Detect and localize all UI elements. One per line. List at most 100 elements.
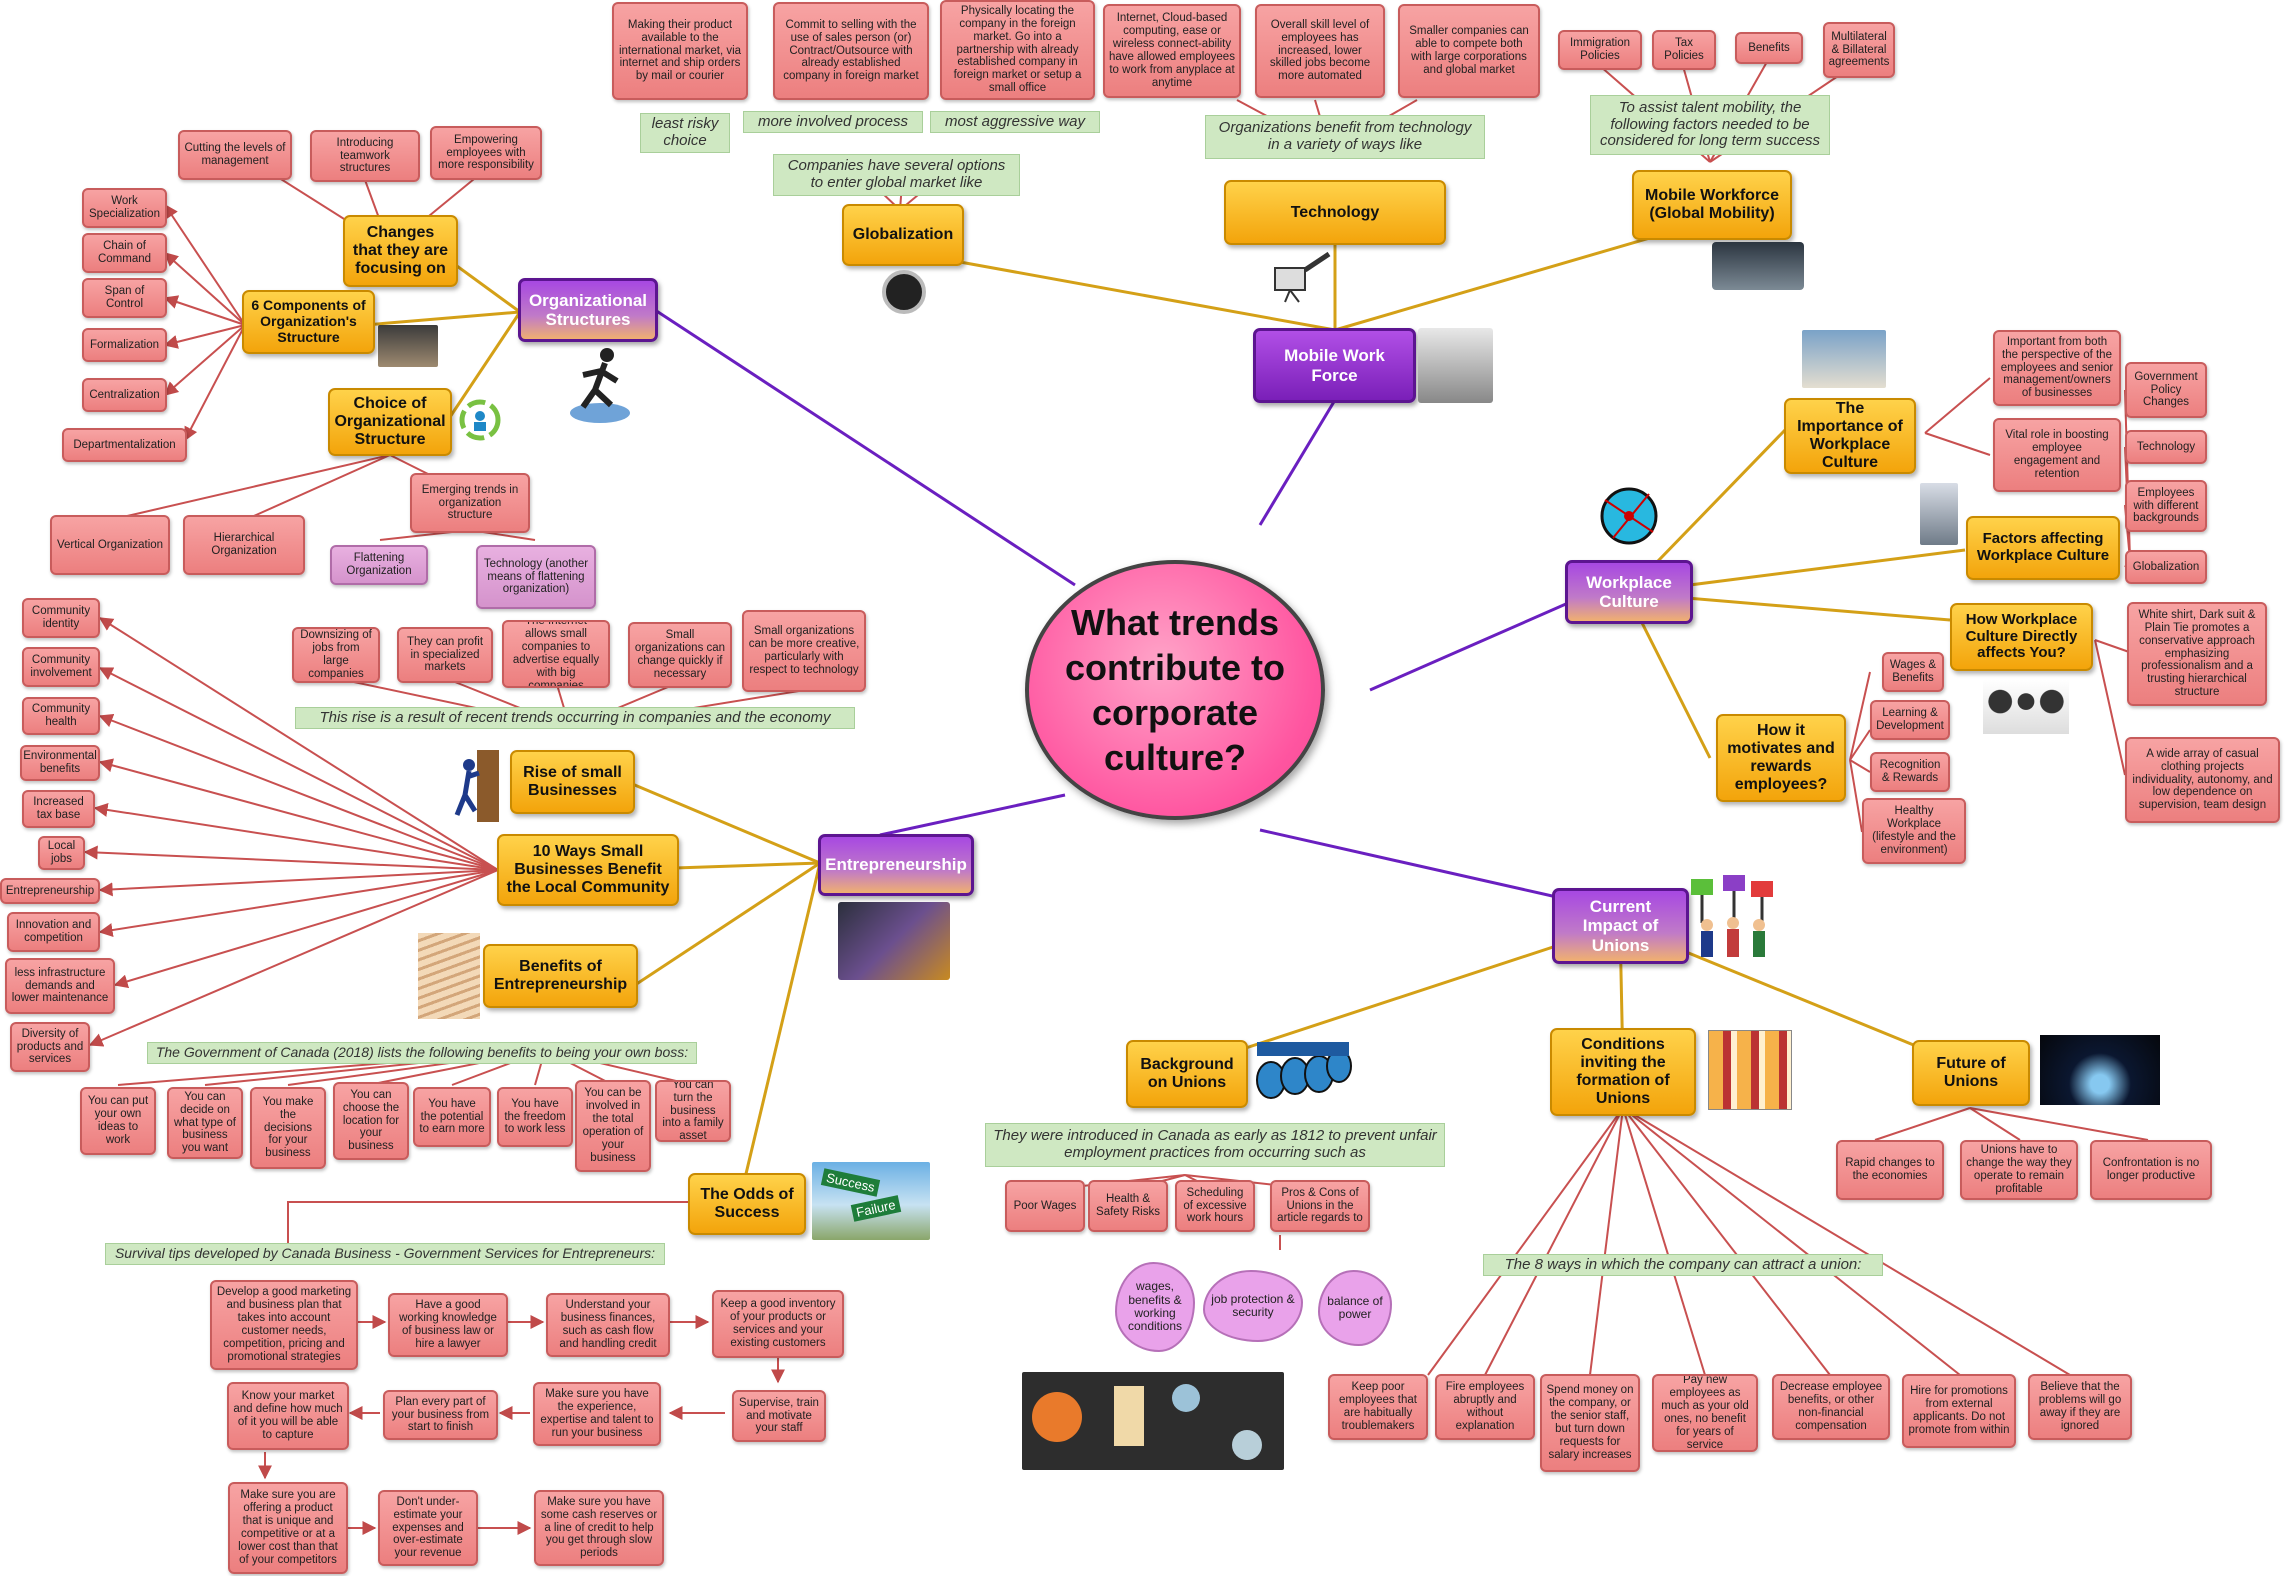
- mobile-workforce-leaf[interactable]: Tax Policies: [1652, 30, 1716, 70]
- org-component-leaf[interactable]: Formalization: [82, 328, 167, 362]
- motivate-leaf[interactable]: Recognition & Rewards: [1870, 752, 1950, 792]
- community-benefit-leaf[interactable]: Increased tax base: [22, 790, 95, 828]
- globalization-leaf[interactable]: Physically locating the company in the f…: [940, 0, 1095, 100]
- org-change-leaf[interactable]: Introducing teamwork structures: [310, 130, 420, 182]
- survival-tip-leaf[interactable]: Make sure you are offering a product tha…: [228, 1482, 348, 1574]
- topic-importance-of-workplace-culture[interactable]: The Importance of Workplace Culture: [1784, 398, 1916, 474]
- topic-background-on-unions[interactable]: Background on Unions: [1126, 1040, 1248, 1108]
- org-emerging-leaf[interactable]: Flattening Organization: [330, 545, 428, 585]
- org-choice-leaf[interactable]: Hierarchical Organization: [183, 515, 305, 575]
- topic-odds-of-success[interactable]: The Odds of Success: [688, 1173, 806, 1235]
- community-benefit-leaf[interactable]: Entrepreneurship: [0, 878, 100, 904]
- union-condition-leaf[interactable]: Keep poor employees that are habitually …: [1328, 1374, 1428, 1440]
- union-condition-leaf[interactable]: Fire employees abruptly and without expl…: [1435, 1374, 1535, 1440]
- community-benefit-leaf[interactable]: Community health: [22, 697, 100, 735]
- main-topic-workplace-culture[interactable]: Workplace Culture: [1565, 560, 1693, 624]
- small-business-leaf[interactable]: Downsizing of jobs from large companies: [292, 627, 380, 683]
- topic-technology[interactable]: Technology: [1224, 180, 1446, 245]
- topic-globalization[interactable]: Globalization: [842, 204, 964, 266]
- community-benefit-leaf[interactable]: Local jobs: [38, 836, 85, 870]
- technology-leaf[interactable]: Overall skill level of employees has inc…: [1255, 4, 1385, 98]
- technology-leaf[interactable]: Smaller companies can able to compete bo…: [1398, 4, 1540, 98]
- topic-future-of-unions[interactable]: Future of Unions: [1912, 1040, 2030, 1106]
- topic-ten-ways[interactable]: 10 Ways Small Businesses Benefit the Loc…: [497, 834, 679, 906]
- motivate-leaf[interactable]: Learning & Development: [1870, 700, 1950, 740]
- union-background-leaf[interactable]: Poor Wages: [1005, 1180, 1085, 1232]
- main-topic-mobile-work-force[interactable]: Mobile Work Force: [1253, 328, 1416, 403]
- workplace-factor-leaf[interactable]: Employees with different backgrounds: [2125, 480, 2207, 532]
- org-choice-leaf[interactable]: Emerging trends in organization structur…: [410, 473, 530, 533]
- benefit-leaf[interactable]: You can turn the business into a family …: [655, 1080, 731, 1142]
- community-benefit-leaf[interactable]: Environmental benefits: [20, 745, 100, 781]
- union-cloud[interactable]: balance of power: [1318, 1270, 1392, 1346]
- community-benefit-leaf[interactable]: Community involvement: [22, 647, 100, 687]
- workplace-factor-leaf[interactable]: Globalization: [2125, 550, 2207, 584]
- survival-tip-leaf[interactable]: Don't under-estimate your expenses and o…: [378, 1490, 478, 1566]
- org-choice-leaf[interactable]: Vertical Organization: [50, 515, 170, 575]
- workplace-how-leaf[interactable]: White shirt, Dark suit & Plain Tie promo…: [2127, 602, 2267, 706]
- small-business-leaf[interactable]: The Internet allows small companies to a…: [502, 620, 610, 688]
- survival-tip-leaf[interactable]: Make sure you have some cash reserves or…: [534, 1490, 664, 1566]
- workplace-factor-leaf[interactable]: Technology: [2125, 430, 2207, 464]
- topic-how-culture-affects-you[interactable]: How Workplace Culture Directly affects Y…: [1950, 603, 2093, 671]
- workplace-importance-leaf[interactable]: Important from both the perspective of t…: [1993, 330, 2121, 406]
- small-business-leaf[interactable]: Small organizations can be more creative…: [742, 610, 866, 692]
- community-benefit-leaf[interactable]: Innovation and competition: [7, 912, 100, 952]
- survival-tip-leaf[interactable]: Develop a good marketing and business pl…: [210, 1280, 358, 1370]
- survival-tip-leaf[interactable]: Keep a good inventory of your products o…: [712, 1290, 844, 1358]
- union-condition-leaf[interactable]: Hire for promotions from external applic…: [1902, 1374, 2016, 1448]
- union-future-leaf[interactable]: Confrontation is no longer productive: [2090, 1140, 2212, 1200]
- org-component-leaf[interactable]: Chain of Command: [82, 233, 167, 273]
- union-condition-leaf[interactable]: Decrease employee benefits, or other non…: [1772, 1374, 1890, 1440]
- community-benefit-leaf[interactable]: less infrastructure demands and lower ma…: [5, 958, 115, 1014]
- topic-six-components[interactable]: 6 Components of Organization's Structure: [242, 290, 375, 354]
- mobile-workforce-leaf[interactable]: Multilateral & Billateral agreements: [1823, 22, 1895, 78]
- benefit-leaf[interactable]: You can be involved in the total operati…: [575, 1080, 651, 1172]
- motivate-leaf[interactable]: Wages & Benefits: [1882, 652, 1944, 692]
- topic-benefits-of-entrepreneurship[interactable]: Benefits of Entrepreneurship: [483, 944, 638, 1008]
- org-change-leaf[interactable]: Empowering employees with more responsib…: [430, 126, 542, 180]
- motivate-leaf[interactable]: Healthy Workplace (lifestyle and the env…: [1862, 798, 1966, 864]
- survival-tip-leaf[interactable]: Understand your business finances, such …: [546, 1293, 670, 1357]
- community-benefit-leaf[interactable]: Community identity: [22, 598, 100, 638]
- main-topic-current-impact-of-unions[interactable]: Current Impact of Unions: [1552, 888, 1689, 964]
- benefit-leaf[interactable]: You can choose the location for your bus…: [333, 1082, 409, 1160]
- survival-tip-leaf[interactable]: Know your market and define how much of …: [227, 1382, 349, 1450]
- survival-tip-leaf[interactable]: Have a good working knowledge of busines…: [388, 1293, 508, 1357]
- org-component-leaf[interactable]: Work Specialization: [82, 188, 167, 228]
- benefit-leaf[interactable]: You make the decisions for your business: [250, 1087, 326, 1169]
- survival-tip-leaf[interactable]: Make sure you have the experience, exper…: [533, 1382, 661, 1446]
- org-component-leaf[interactable]: Span of Control: [82, 278, 167, 318]
- mobile-workforce-leaf[interactable]: Benefits: [1735, 32, 1803, 64]
- benefit-leaf[interactable]: You have the potential to earn more: [413, 1087, 491, 1147]
- globalization-leaf[interactable]: Commit to selling with the use of sales …: [773, 2, 929, 100]
- central-topic[interactable]: What trends contribute to corporate cult…: [1025, 560, 1325, 820]
- union-background-leaf[interactable]: Scheduling of excessive work hours: [1175, 1180, 1255, 1232]
- union-future-leaf[interactable]: Rapid changes to the economies: [1836, 1140, 1944, 1200]
- topic-conditions-inviting-unions[interactable]: Conditions inviting the formation of Uni…: [1550, 1028, 1696, 1116]
- small-business-leaf[interactable]: Small organizations can change quickly i…: [628, 622, 732, 688]
- workplace-factor-leaf[interactable]: Government Policy Changes: [2125, 362, 2207, 418]
- workplace-how-leaf[interactable]: A wide array of casual clothing projects…: [2125, 737, 2280, 823]
- benefit-leaf[interactable]: You can put your own ideas to work: [80, 1087, 156, 1155]
- union-cloud[interactable]: job protection & security: [1203, 1270, 1303, 1342]
- topic-rise-of-small-businesses[interactable]: Rise of small Businesses: [510, 750, 635, 814]
- globalization-leaf[interactable]: Making their product available to the in…: [612, 2, 748, 100]
- union-condition-leaf[interactable]: Pay new employees as much as your old on…: [1652, 1374, 1758, 1452]
- topic-factors-affecting-culture[interactable]: Factors affecting Workplace Culture: [1966, 516, 2120, 580]
- union-condition-leaf[interactable]: Spend money on the company, or the senio…: [1540, 1374, 1640, 1472]
- community-benefit-leaf[interactable]: Diversity of products and services: [10, 1022, 90, 1072]
- technology-leaf[interactable]: Internet, Cloud-based computing, ease or…: [1103, 4, 1241, 98]
- topic-mobile-workforce[interactable]: Mobile Workforce (Global Mobility): [1632, 170, 1792, 240]
- workplace-importance-leaf[interactable]: Vital role in boosting employee engageme…: [1993, 418, 2121, 492]
- topic-changes-focus[interactable]: Changes that they are focusing on: [343, 215, 458, 287]
- union-background-leaf[interactable]: Pros & Cons of Unions in the article reg…: [1270, 1180, 1370, 1232]
- org-emerging-leaf[interactable]: Technology (another means of flattening …: [476, 545, 596, 609]
- org-change-leaf[interactable]: Cutting the levels of management: [178, 130, 292, 180]
- union-condition-leaf[interactable]: Believe that the problems will go away i…: [2028, 1374, 2132, 1440]
- mobile-workforce-leaf[interactable]: Immigration Policies: [1558, 30, 1642, 70]
- main-topic-organizational-structures[interactable]: Organizational Structures: [518, 278, 658, 342]
- topic-choice-of-structure[interactable]: Choice of Organizational Structure: [328, 388, 452, 456]
- main-topic-entrepreneurship[interactable]: Entrepreneurship: [818, 834, 974, 896]
- union-future-leaf[interactable]: Unions have to change the way they opera…: [1960, 1140, 2078, 1200]
